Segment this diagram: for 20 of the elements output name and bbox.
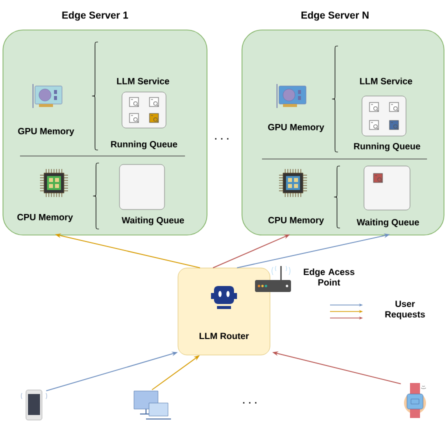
queue-label: Running Queue (354, 142, 420, 152)
smartwatch-icon (404, 383, 426, 418)
server-title: Edge Server N (302, 11, 368, 21)
device-label: Edge Acess Point (304, 268, 354, 286)
service-label: LLM Service (117, 78, 170, 84)
legend-label: User Requests (385, 300, 425, 320)
memory-label: GPU Memory (18, 128, 74, 136)
server-title: Edge Server 1 (62, 11, 128, 21)
computer-icon (134, 390, 172, 420)
queue-label: Waiting Queue (122, 216, 184, 226)
ellipsis: · · · (215, 138, 228, 140)
queue-label: Waiting Queue (356, 218, 420, 228)
router-label: LLM Router (200, 332, 249, 340)
memory-label: CPU Memory (17, 214, 73, 222)
queue-label: Running Queue (111, 140, 178, 150)
memory-label: CPU Memory (268, 216, 324, 226)
service-label: LLM Service (360, 78, 412, 84)
phone-icon (21, 390, 47, 420)
memory-label: GPU Memory (268, 124, 324, 132)
ellipsis: · · · (243, 402, 256, 404)
